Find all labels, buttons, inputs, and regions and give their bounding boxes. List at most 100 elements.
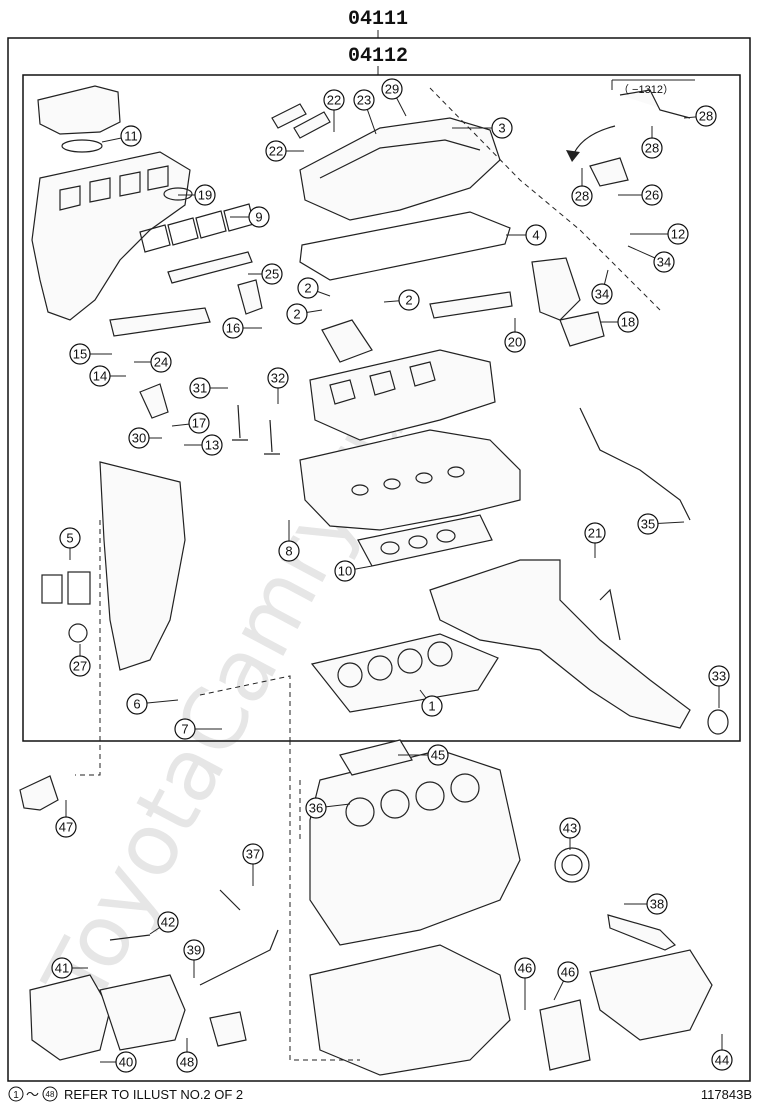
- callout-circle: [504, 331, 526, 353]
- callout-c37: 37: [242, 843, 264, 886]
- callout-c25: 25: [248, 263, 283, 285]
- callout-label: 23: [357, 93, 371, 108]
- callout-c6: 6: [126, 693, 179, 715]
- callout-circle: [398, 289, 420, 311]
- callout-label: 1: [428, 699, 435, 714]
- callout-label: 8: [285, 544, 292, 559]
- callout-label: 20: [508, 335, 522, 350]
- callout-circle: [201, 434, 223, 456]
- callout-label: 34: [657, 255, 671, 270]
- callout-label: 11: [124, 129, 138, 144]
- callout-label: 19: [198, 188, 212, 203]
- callout-c22a: 22: [323, 89, 345, 132]
- callout-circle: [353, 89, 375, 111]
- callout-c26: 26: [618, 184, 663, 206]
- callout-label: 3: [498, 121, 505, 136]
- callout-label: 33: [712, 669, 726, 684]
- callout-circle: [514, 957, 536, 979]
- header-top-code: 04111: [348, 8, 408, 31]
- callout-label: 7: [181, 722, 188, 737]
- callout-circle: [55, 816, 77, 838]
- callout-label: 44: [715, 1053, 729, 1068]
- callout-circle: [641, 137, 663, 159]
- callout-c3: 3: [452, 117, 513, 139]
- footer: 1 ～ 48 REFER TO ILLUST NO.2 OF 2 117843B: [8, 1086, 752, 1102]
- callout-circle: [421, 695, 443, 717]
- callout-c30: 30: [128, 427, 162, 449]
- callout-label: 41: [55, 961, 69, 976]
- callout-label: 21: [588, 526, 602, 541]
- callout-circle: [323, 89, 345, 111]
- callout-c28c: 28: [571, 168, 593, 207]
- callout-label: 22: [327, 93, 341, 108]
- callout-c2c: 2: [383, 289, 420, 311]
- callout-circle: [695, 105, 717, 127]
- callout-c35: 35: [637, 513, 685, 535]
- callout-circle: [617, 311, 639, 333]
- callout-c46b: 46: [553, 961, 579, 1001]
- callout-c32: 32: [267, 367, 289, 404]
- outer-frame: [7, 37, 751, 1082]
- callout-label: 27: [73, 659, 87, 674]
- callout-circle: [711, 1049, 733, 1071]
- callout-circle: [646, 893, 668, 915]
- callout-circle: [667, 223, 689, 245]
- callout-c43: 43: [559, 817, 581, 850]
- callout-c41: 41: [51, 957, 88, 979]
- callout-label: 37: [246, 847, 260, 862]
- callout-c1: 1: [419, 689, 443, 717]
- callout-label: 9: [255, 210, 262, 225]
- callout-circle: [183, 939, 205, 961]
- callout-circle: [591, 283, 613, 305]
- callout-circle: [653, 251, 675, 273]
- callout-circle: [265, 140, 287, 162]
- callout-label: 42: [161, 915, 175, 930]
- callout-label: 38: [650, 897, 664, 912]
- callout-circle: [286, 303, 308, 325]
- callout-c44: 44: [711, 1034, 733, 1071]
- callout-label: 47: [59, 820, 73, 835]
- callout-c38: 38: [624, 893, 668, 915]
- callout-c36: 36: [305, 797, 351, 819]
- callout-circle: [334, 560, 356, 582]
- callout-layer: 1222345678910111213141516171819202122222…: [51, 78, 733, 1073]
- figure-id: 117843B: [701, 1087, 752, 1102]
- callout-circle: [242, 843, 264, 865]
- parts-artwork: [19, 79, 729, 1076]
- footer-note: REFER TO ILLUST NO.2 OF 2: [64, 1087, 243, 1102]
- callout-circle: [69, 655, 91, 677]
- callout-label: 25: [265, 267, 279, 282]
- callout-circle: [115, 1051, 137, 1073]
- callout-circle: [128, 427, 150, 449]
- callout-circle: [637, 513, 659, 535]
- callout-label: 24: [154, 355, 168, 370]
- callout-c29: 29: [381, 78, 407, 117]
- callout-label: 13: [205, 438, 219, 453]
- callout-label: 29: [385, 82, 399, 97]
- callout-c31: 31: [189, 377, 228, 399]
- footer-tilde: ～: [26, 1087, 39, 1102]
- callout-c9: 9: [230, 206, 270, 228]
- callout-c8: 8: [278, 520, 300, 562]
- callout-c39: 39: [183, 939, 205, 978]
- callout-c14: 14: [89, 365, 126, 387]
- callout-c2b: 2: [286, 303, 323, 325]
- callout-c42: 42: [149, 911, 179, 935]
- footer-range-end: 48: [46, 1090, 55, 1099]
- callout-circle: [525, 224, 547, 246]
- callout-c40: 40: [100, 1051, 137, 1073]
- callout-label: 34: [595, 287, 609, 302]
- callout-circle: [194, 184, 216, 206]
- callout-label: 30: [132, 431, 146, 446]
- header-sub-code: 04112: [348, 45, 408, 68]
- callout-c48: 48: [176, 1038, 198, 1073]
- callout-c16: 16: [222, 317, 262, 339]
- callout-label: 48: [180, 1055, 194, 1070]
- callout-circle: [69, 343, 91, 365]
- callout-circle: [59, 527, 81, 549]
- callout-c28b: 28: [641, 126, 663, 159]
- callout-label: 17: [192, 416, 206, 431]
- callout-c27: 27: [69, 644, 91, 677]
- callout-label: 28: [699, 109, 713, 124]
- callout-label: 35: [641, 517, 655, 532]
